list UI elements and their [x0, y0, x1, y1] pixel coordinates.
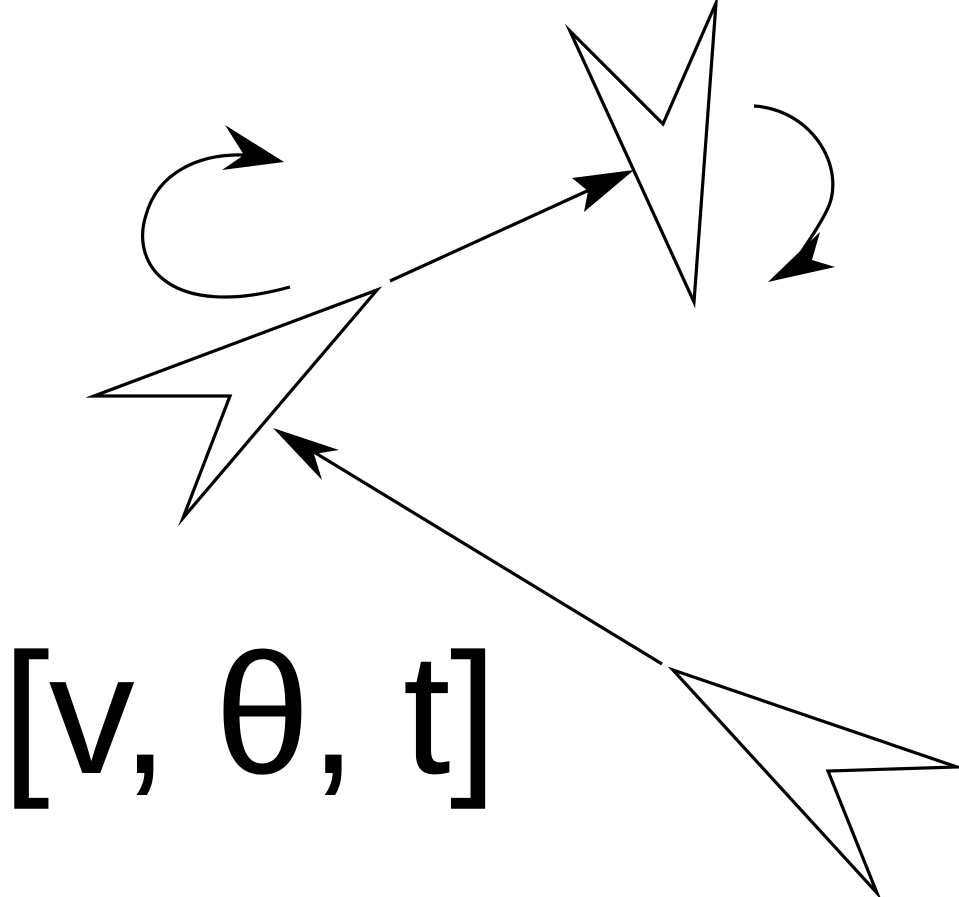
translation-arrow-current-to-next: [389, 170, 634, 283]
rotation-arrow-counterclockwise: [141, 125, 291, 299]
rotation-arrow-clockwise: [753, 104, 835, 282]
arrowhead-icon: [222, 125, 284, 170]
agent-pose-current: [85, 286, 383, 527]
arrowhead-icon: [768, 232, 835, 282]
arrowhead-icon: [572, 170, 634, 212]
agent-pose-next: [564, 0, 718, 309]
state-vector-label: [v, θ, t]: [2, 618, 497, 810]
arrowhead-icon: [273, 428, 339, 480]
translation-arrow-previous-to-current: [273, 428, 663, 666]
agent-pose-previous: [667, 666, 959, 897]
